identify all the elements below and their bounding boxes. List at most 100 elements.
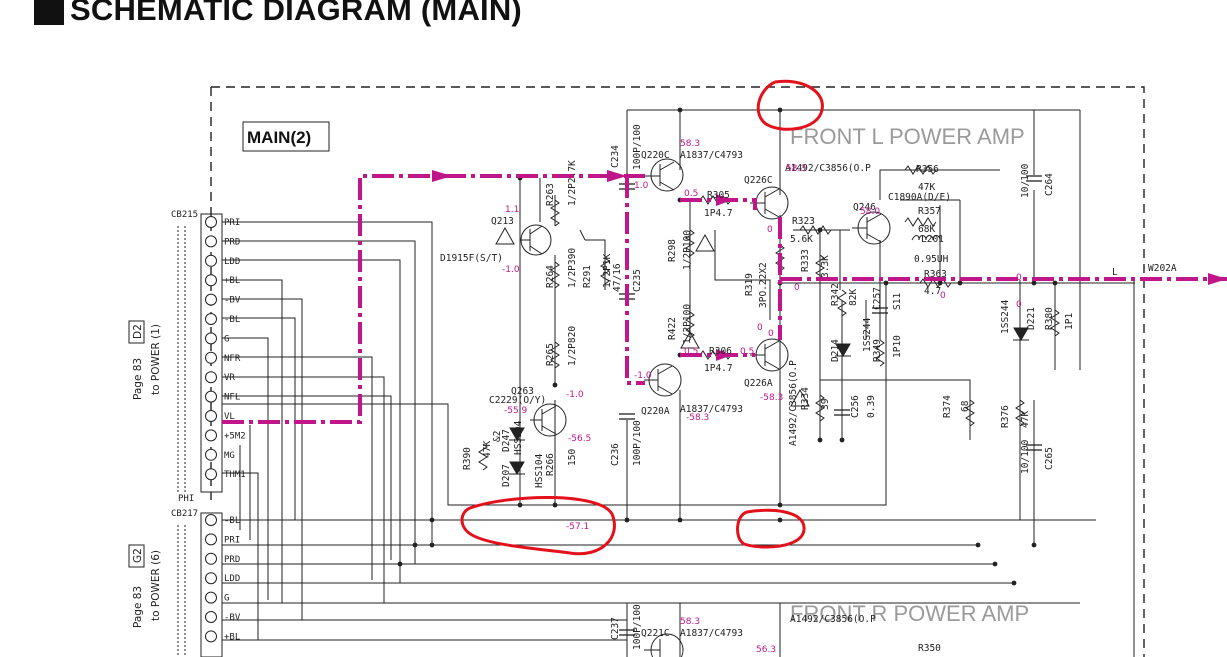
label-c265v: 10/100 bbox=[1020, 439, 1031, 474]
label-r305v: 1P4.7 bbox=[704, 208, 733, 219]
junction-dot bbox=[412, 542, 418, 548]
voltage-v21: 0 bbox=[1016, 273, 1022, 283]
junction-dot bbox=[552, 382, 558, 388]
label-r264v: 1/2P390 bbox=[567, 248, 578, 288]
junction-dot bbox=[429, 542, 435, 548]
label-c237: C237 bbox=[610, 617, 621, 640]
junction-dot bbox=[517, 502, 523, 508]
cb215-pin-label: PRD bbox=[224, 237, 240, 247]
label-r266v: 150 bbox=[567, 449, 578, 466]
label-d221: D221 bbox=[1026, 307, 1037, 330]
label-r422v: 1/2P100 bbox=[682, 304, 693, 344]
label-l201v: 0.95UH bbox=[914, 254, 949, 265]
cb215-pin-label: -BL bbox=[224, 315, 240, 325]
label-r333v: 3.3K bbox=[820, 255, 831, 278]
voltage-v18: -56.5 bbox=[568, 434, 591, 444]
label-r376: R376 bbox=[1000, 405, 1011, 428]
label-r363v: 4.7 bbox=[924, 286, 941, 297]
label-r263: R263 bbox=[545, 183, 556, 206]
label-r265v: 1/2P820 bbox=[567, 326, 578, 366]
transistor-q220c bbox=[644, 158, 684, 192]
label-r323v: 5.6K bbox=[790, 234, 813, 245]
cb217-pin-3 bbox=[205, 572, 217, 585]
cb217-pin-label: +BL bbox=[224, 632, 240, 642]
label-r298v: 1/2P100 bbox=[682, 230, 693, 270]
junction-dot bbox=[552, 502, 558, 508]
label-q221cv: A1837/C4793 bbox=[680, 628, 743, 639]
label-d207: D207 bbox=[501, 464, 512, 487]
junction-dot bbox=[883, 280, 889, 286]
cb215-pin-4 bbox=[205, 293, 217, 306]
diode-d221 bbox=[1013, 327, 1029, 341]
label-c256v: 0.39 bbox=[866, 395, 877, 418]
voltage-v9: 58.0 bbox=[860, 207, 880, 217]
cb215-pin-5 bbox=[205, 313, 217, 325]
junction-dot bbox=[624, 517, 630, 523]
cb217-pin-label: PRI bbox=[224, 535, 240, 545]
label-r263v: 1/2P2.7K bbox=[567, 160, 578, 206]
transistor-q213 bbox=[520, 224, 552, 256]
cb215-pin-label: PRI bbox=[224, 218, 240, 228]
d2-to: to POWER (1) bbox=[150, 324, 162, 395]
label-c257v: S11 bbox=[892, 293, 903, 310]
label-q213: Q213 bbox=[491, 216, 514, 227]
front-l-amp-label: FRONT L POWER AMP bbox=[790, 124, 1025, 149]
label-q226a: Q226A bbox=[744, 378, 773, 389]
junction-dot bbox=[1031, 280, 1037, 286]
voltage-v11: 0.5 bbox=[684, 347, 698, 357]
voltage-v10: 0 bbox=[1016, 300, 1022, 310]
label-c264v: 10/100 bbox=[1020, 163, 1031, 198]
section-label-box bbox=[242, 121, 330, 152]
cb215-pin-label: MG bbox=[224, 451, 235, 461]
page-title: SCHEMATIC DIAGRAM (MAIN) bbox=[70, 0, 522, 27]
label-c265: C265 bbox=[1044, 447, 1055, 470]
connector-cb217: CB217 bbox=[171, 509, 223, 657]
cb215-pin-12 bbox=[205, 448, 217, 461]
voltage-v8: 0 bbox=[794, 283, 800, 293]
voltage-v24: 58.3 bbox=[680, 617, 700, 627]
junction-dot bbox=[677, 517, 683, 523]
front-r-amp-label: FRONT R POWER AMP bbox=[790, 601, 1029, 626]
voltage-v17: -55.9 bbox=[504, 406, 528, 416]
annotation-circles bbox=[460, 79, 824, 556]
transistor-q226a bbox=[750, 338, 789, 372]
label-r306v: 1P4.7 bbox=[704, 363, 733, 374]
header-square-icon bbox=[34, 0, 64, 25]
label-l_mark: L bbox=[1112, 267, 1118, 278]
label-r342: R342 bbox=[830, 283, 841, 306]
cb215-pin-label: +BL bbox=[224, 276, 240, 286]
cb215-pin-0 bbox=[205, 216, 217, 228]
bus-wires bbox=[222, 221, 1096, 641]
cb215-pin-11 bbox=[205, 429, 217, 442]
cb215-pin-label: -BV bbox=[224, 296, 241, 306]
label-r363: R363 bbox=[924, 269, 947, 280]
label-q221c: Q221C bbox=[641, 628, 670, 639]
label-r306: R306 bbox=[709, 346, 732, 357]
label-r374: R374 bbox=[942, 395, 953, 418]
label-c236v: 100P/100 bbox=[632, 420, 643, 466]
label-r264: R264 bbox=[545, 265, 556, 288]
label-q226c: Q226C bbox=[744, 175, 773, 186]
cb215-pin-6 bbox=[205, 332, 217, 345]
label-w202a: W202A bbox=[1148, 263, 1177, 274]
label-q220av: A1837/C4793 bbox=[680, 404, 743, 415]
label-r265: R265 bbox=[545, 343, 556, 366]
label-r390t: &2 bbox=[492, 431, 503, 442]
label-r380: R380 bbox=[1044, 307, 1055, 330]
label-c264: C264 bbox=[1044, 173, 1055, 196]
junction-dot bbox=[839, 437, 845, 443]
cb217-pin-0 bbox=[205, 514, 217, 526]
voltage-v22: 0 bbox=[940, 291, 946, 301]
voltage-v7: 0 bbox=[767, 225, 773, 235]
label-r356v: 47K bbox=[918, 182, 935, 193]
label-d207v: HSS104 bbox=[534, 453, 545, 488]
transistor-q246 bbox=[852, 211, 891, 245]
label-c1890: C1890A(D/E) bbox=[888, 192, 951, 203]
junction-dot bbox=[777, 107, 783, 113]
connector-cb215: CB215 PHI bbox=[171, 210, 223, 504]
cb215-pin-label: NFL bbox=[224, 393, 240, 403]
voltage-v6: 0.5 bbox=[684, 189, 698, 199]
label-r291: R291 bbox=[582, 265, 593, 288]
label-q226r: A1492/C3856(O.P bbox=[790, 614, 876, 625]
label-q263: Q263 bbox=[511, 386, 534, 397]
